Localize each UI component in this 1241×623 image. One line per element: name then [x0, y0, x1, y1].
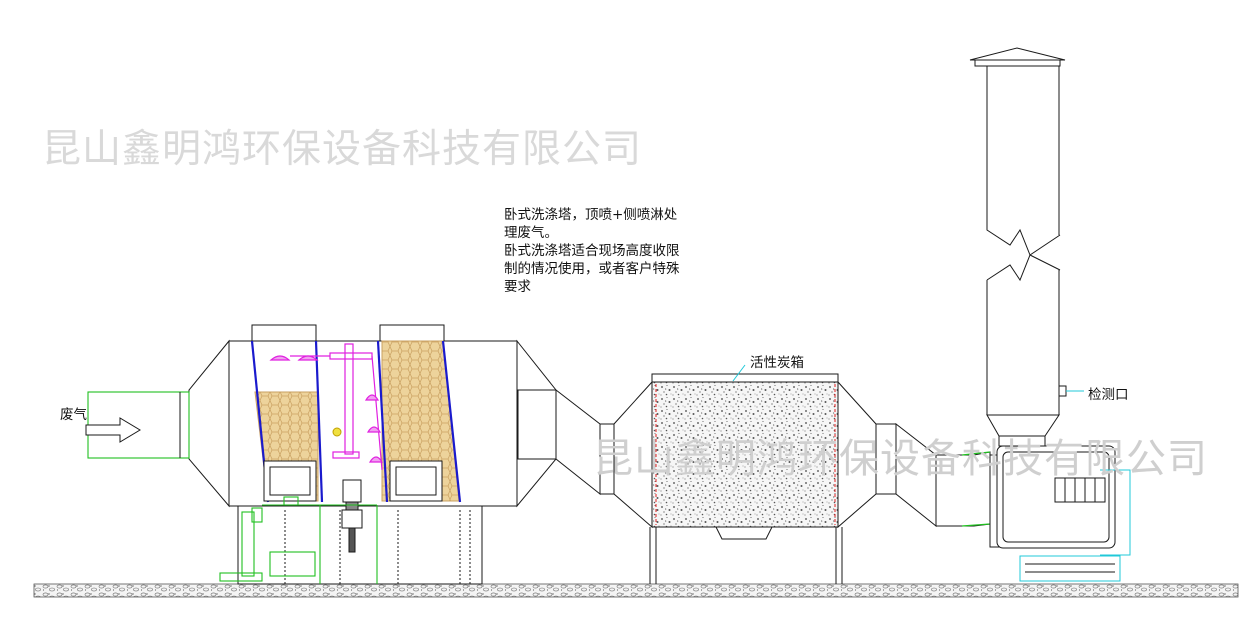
- exhaust-stack: [969, 47, 1084, 447]
- inspection-port-label: 检测口: [1088, 387, 1129, 403]
- description-line: 要求: [504, 279, 531, 295]
- waste-gas-label: 废气: [60, 407, 87, 423]
- description-line: 制的情况使用，或者客户特殊: [504, 261, 680, 277]
- ground-gravel: [33, 583, 1239, 598]
- connecting-duct-2: [875, 422, 991, 528]
- description-text: 卧式洗涤塔，顶喷+侧喷淋处 理废气。 卧式洗涤塔适合现场高度收限 制的情况使用，…: [504, 206, 680, 296]
- green-piping: [219, 496, 378, 584]
- indicator-icon: [332, 427, 342, 437]
- watermark-company-name: 昆山鑫明鸿环保设备科技有限公司: [42, 127, 643, 172]
- spray-piping: [269, 343, 384, 471]
- circulation-pump: [341, 479, 363, 553]
- inlet-duct: [85, 391, 190, 459]
- watermark-company-name-2: 昆山鑫明鸿环保设备科技有限公司: [593, 436, 1208, 482]
- description-line: 理废气。: [504, 225, 558, 241]
- horizontal-scrubber: [188, 324, 557, 585]
- carbon-box-label: 活性炭箱: [750, 355, 804, 371]
- description-line: 卧式洗涤塔适合现场高度收限: [504, 243, 680, 259]
- exhaust-fan: [989, 445, 1131, 582]
- connecting-duct-1: [517, 388, 619, 496]
- description-line: 卧式洗涤塔，顶喷+侧喷淋处: [504, 207, 678, 223]
- activated-carbon-box: [613, 364, 877, 584]
